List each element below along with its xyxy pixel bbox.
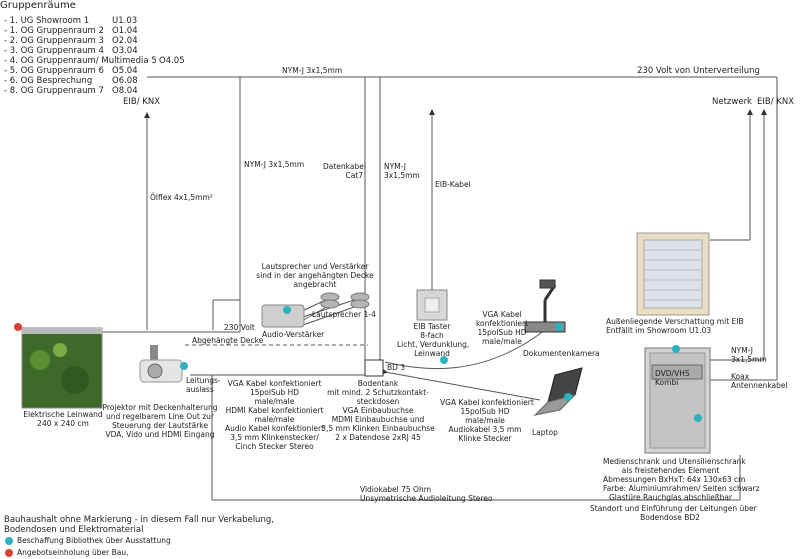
marker-cyan-doc-cam [555,323,563,331]
label-laptop: Laptop [532,428,558,437]
label-nym-bd: NYM-J 3x1,5mm [384,162,420,180]
label-oelflex: Ölflex 4x1,5mm² [150,193,213,202]
room-code: O5.04 [112,66,138,76]
marker-red-screen [14,323,22,331]
label-230v: 230 Volt [224,323,255,332]
room-code: U1.03 [112,16,138,26]
label-eib-switch: EIB Taster 8-fach Licht, Verdunklung, Le… [397,322,470,358]
legend-red-dot [5,549,13,557]
document-camera-device [524,279,566,333]
projector-device [139,345,183,383]
room-name: - 3. OG Gruppenraum 4 [4,46,104,56]
eib-switch-device [416,289,448,321]
label-leitungsauslass: Leitungs- auslass [186,376,221,394]
room-item: - 8. OG Gruppenraum 7 O8.04 [4,86,138,96]
label-speakers: Lautsprecher 1-4 [312,310,376,319]
label-nym-mid: NYM-J 3x1,5mm [244,160,305,169]
label-nym-right: NYM-J 3x1,5mm [731,346,767,364]
wire-laptop [381,368,541,401]
marker-cyan-cabinet-2 [694,414,702,422]
label-dvd: DVD/VHS Kombi [655,369,690,387]
room-item: - 3. OG Gruppenraum 4 O3.04 [4,46,138,56]
room-code: O8.04 [112,86,138,96]
label-koax: Koax Antennenkabel [731,372,788,390]
speakers [320,292,370,309]
wire-doc-cam [384,329,546,370]
room-name: - 1. OG Gruppenraum 2 [4,26,104,36]
room-name: - 4. OG Gruppenraum/ Multimedia 5 [4,56,157,66]
room-name: - 8. OG Gruppenraum 7 [4,86,104,96]
room-item: - 6. OG Besprechung O6.08 [4,76,138,86]
label-standort: Standort und Einführung der Leitungen üb… [590,504,757,522]
room-code: O1.04 [112,26,138,36]
label-bd3: BD 3 [387,363,406,372]
room-name: - 5. OG Gruppenraum 6 [4,66,104,76]
marker-cyan-cabinet [672,345,680,353]
label-speaker-desc: Lautsprecher und Verstärker sind in der … [256,262,374,289]
label-document-camera: Dokumentenkamera [523,349,600,358]
room-item: - 1. UG Showroom 1 U1.03 [4,16,137,26]
label-eib-knx-right: EIB/ KNX [757,97,795,107]
marker-cyan-projector [180,362,188,370]
label-eib-knx-left: EIB/ KNX [123,97,161,107]
label-decke: Abgehängte Decke [192,336,264,345]
room-code: O6.08 [112,76,138,86]
amplifier-device [261,304,305,328]
label-vga-doc: VGA Kabel konfektioniert 15polSub HD mal… [475,310,529,346]
room-name: - 6. OG Besprechung [4,76,93,86]
label-floor-box: Bodentank mit mind. 2 Schutzkontakt- ste… [321,379,435,442]
room-code: O2.04 [112,36,138,46]
room-name: - 2. OG Gruppenraum 3 [4,36,104,46]
label-vga-projector: VGA Kabel konfektioniert 15polSub HD mal… [224,379,325,451]
room-code: O4.05 [159,56,185,66]
legend-cyan-label: Beschaffung Bibliothek über Ausstattung [17,536,171,545]
label-media-cabinet: Medienschrank und Utensilienschrank als … [603,457,760,502]
shading-device [636,232,710,316]
room-item: - 2. OG Gruppenraum 3 O2.04 [4,36,138,46]
legend-heading: Bauhaushalt ohne Markierung - in diesem … [4,515,274,535]
rooms-title: Gruppenräume [0,0,76,11]
label-screen: Elektrische Leinwand 240 x 240 cm [23,410,103,428]
label-230v-top: 230 Volt von Unterverteilung [637,66,760,76]
label-vga-laptop: VGA Kabel konfektioniert 15polSub HD mal… [440,398,534,443]
media-cabinet-device [644,347,711,454]
label-video-cable: Vidiokabel 75 Ohm Unsymetrische Audiolei… [360,485,493,503]
marker-cyan-amplifier [283,306,291,314]
room-code: O3.04 [112,46,138,56]
label-netzwerk: Netzwerk [712,97,752,107]
label-projector: Projektor mit Deckenhalterung und regelb… [102,403,218,439]
laptop-device [533,367,583,416]
label-eib-kabel: EIB-Kabel [435,180,471,189]
label-amplifier: Audio-Verstärker [262,330,325,339]
label-datenkabel: Datenkabel Cat7 [323,162,366,180]
legend-cyan-dot [5,537,13,545]
label-shading: Außenliegende Verschattung mit EIB Entfä… [606,317,744,335]
legend-red-label: Angebotseinholung über Bau, [17,548,129,557]
room-name: - 1. UG Showroom 1 [4,16,90,26]
marker-cyan-doc-line [440,356,448,364]
floor-box-bd3 [364,359,384,377]
room-item: - 1. OG Gruppenraum 2 O1.04 [4,26,138,36]
label-nym-top: NYM-J 3x1,5mm [282,66,343,75]
screen-device [21,327,103,409]
room-item: - 5. OG Gruppenraum 6 O5.04 [4,66,138,76]
marker-cyan-laptop [564,393,572,401]
